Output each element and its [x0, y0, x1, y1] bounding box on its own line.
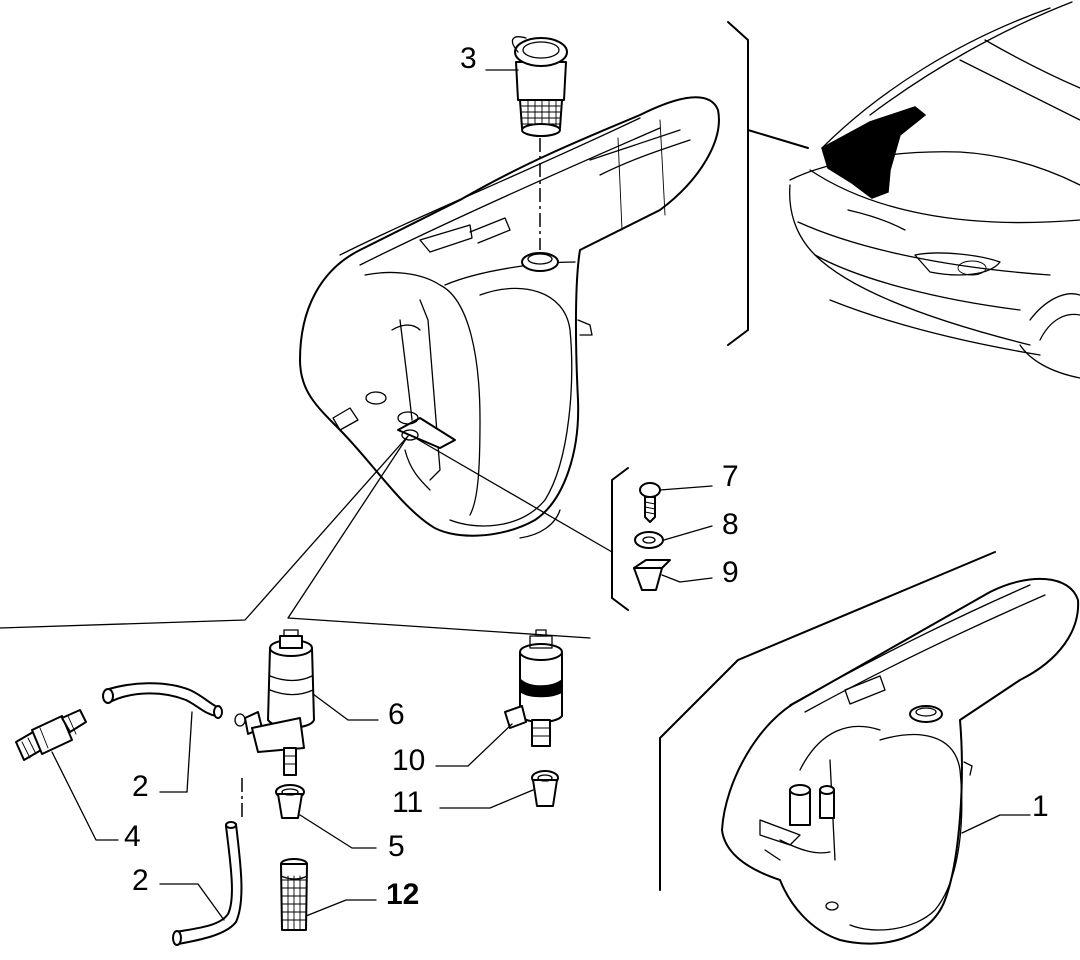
part-11-alternate-grommet: [531, 770, 559, 807]
part-labels: 3 7 8 9 6 2 4 10 11 5 2 12 1: [124, 42, 1049, 911]
part-10-alternate-pump: [504, 629, 563, 747]
label-part-10: 10: [392, 744, 425, 777]
label-part-3: 3: [460, 42, 477, 75]
label-part-5: 5: [388, 830, 405, 863]
label-part-2-upper: 2: [132, 770, 149, 803]
label-part-7: 7: [722, 460, 739, 493]
reservoir-location-highlight: [821, 106, 927, 199]
part-5-grommet: [275, 784, 305, 819]
label-part-12: 12: [386, 878, 419, 911]
label-part-9: 9: [722, 556, 739, 589]
part-3-filler-cap: [511, 36, 568, 137]
part-4-connector: [15, 709, 87, 761]
label-part-4: 4: [124, 820, 141, 853]
callout-leaders: [51, 69, 1031, 921]
washer-reservoir-main: [299, 96, 720, 539]
label-part-1: 1: [1032, 790, 1049, 823]
part-7-bolt: [639, 482, 661, 523]
detail-leader-lines: [0, 138, 613, 639]
car-locator-illustration: [727, 1, 1080, 379]
part-2-hose-lower: [172, 821, 243, 946]
label-part-8: 8: [722, 508, 739, 541]
part-2-hose-upper: [102, 682, 223, 719]
part-9-clip-nut: [633, 559, 671, 591]
fastener-group-7-8-9: [611, 467, 671, 611]
part-8-washer: [634, 531, 664, 549]
label-part-2-lower: 2: [132, 864, 149, 897]
part-6-washer-pump: [234, 629, 315, 776]
label-part-6: 6: [388, 698, 405, 731]
reservoir-assembly-view: [659, 551, 1080, 945]
part-12-filter: [280, 858, 308, 931]
label-part-11: 11: [392, 786, 423, 819]
